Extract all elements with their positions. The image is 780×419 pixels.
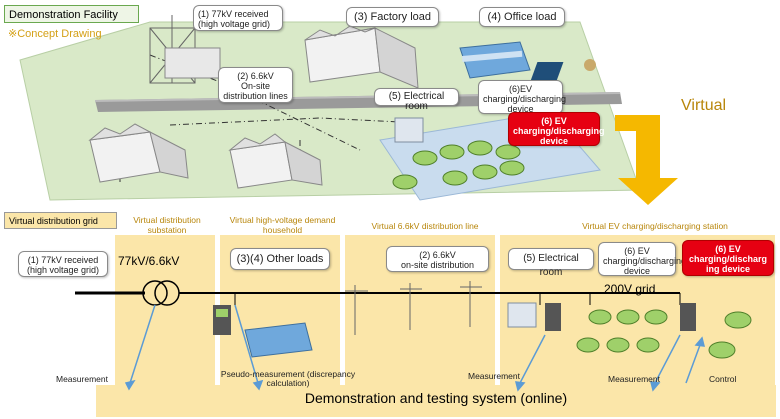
electrical-room-icon — [507, 302, 537, 328]
callout-hv-received-top: (1) 77kV received (high voltage grid) — [193, 5, 283, 31]
measurement-arrow-3 — [519, 334, 546, 384]
zone-substation — [115, 235, 215, 385]
label-ev-station: Virtual EV charging/discharging station — [582, 221, 728, 231]
system-bar — [96, 385, 776, 417]
measurement-arrow-4 — [654, 334, 681, 384]
virtual-grid-diagram — [75, 235, 776, 417]
charger-icon — [545, 303, 561, 331]
callout-distribution-top: (2) 6.6kV On-site distribution lines — [218, 67, 293, 103]
measurement-label-3: Measurement — [608, 374, 660, 384]
label-substation: Virtual distribution substation — [133, 215, 201, 235]
factory-building-left-icon — [88, 123, 189, 183]
substation-tower-icon — [149, 15, 221, 84]
label-line: Virtual 6.6kV distribution line — [371, 221, 479, 231]
facility-label: Demonstration Facility — [4, 5, 139, 23]
system-label: Demonstration and testing system (online… — [304, 390, 568, 406]
callout-office-load: (4) Office load — [479, 7, 565, 27]
measurement-arrow-2 — [234, 304, 259, 384]
voltage-label: 77kV/6.6kV — [118, 254, 180, 268]
virtualization-arrow-icon — [615, 115, 678, 205]
callout-ev-device-red-bottom: (6) EV charging/discharg ing device — [682, 240, 774, 276]
callout-electrical-room-bottom: (5) Electrical room — [508, 248, 594, 278]
callout-electrical-room-top: (5) Electrical room — [374, 88, 459, 112]
control-arrow — [685, 344, 701, 384]
virtual-label: Virtual — [681, 97, 727, 114]
measurement-label-1: Measurement — [56, 374, 108, 384]
virtual-grid-label: Virtual distribution grid — [4, 212, 117, 229]
grid-200v-label: 200V grid — [604, 282, 656, 296]
callout-ev-device-bottom: (6) EV charging/discharging device — [598, 242, 686, 276]
callout-factory-load: (3) Factory load — [346, 7, 439, 27]
electrical-room-icon — [394, 117, 424, 143]
callout-hv-received-bottom: (1) 77kV received (high voltage grid) — [18, 251, 108, 277]
callout-ev-device-top: (6)EV charging/discharging device — [478, 80, 566, 114]
label-demand: Virtual high-voltage demand household — [229, 215, 336, 235]
callout-distribution-bottom: (2) 6.6kV on-site distribution — [386, 246, 489, 272]
measurement-label-2: Measurement — [468, 371, 520, 381]
factory-building-icon — [304, 25, 419, 89]
callout-ev-device-red-top: (6) EV charging/discharging device — [508, 112, 605, 146]
site-illustration — [19, 15, 678, 205]
callout-other-loads: (3)(4) Other loads — [230, 248, 330, 270]
distribution-poles-icon — [345, 281, 482, 335]
office-building-icon — [459, 41, 596, 80]
control-label: Control — [709, 374, 737, 384]
measurement-arrow-1 — [129, 304, 156, 384]
demand-building-icon — [213, 305, 313, 358]
factory-building-mid-icon — [228, 133, 323, 189]
pseudo-measurement-label: Pseudo-measurement (discrepancy calculat… — [220, 369, 356, 388]
ev-cars-icon — [392, 140, 525, 190]
charger-icon-2 — [680, 303, 696, 331]
concept-label: ※Concept Drawing — [8, 28, 102, 40]
ev-cars-icon — [576, 309, 752, 359]
